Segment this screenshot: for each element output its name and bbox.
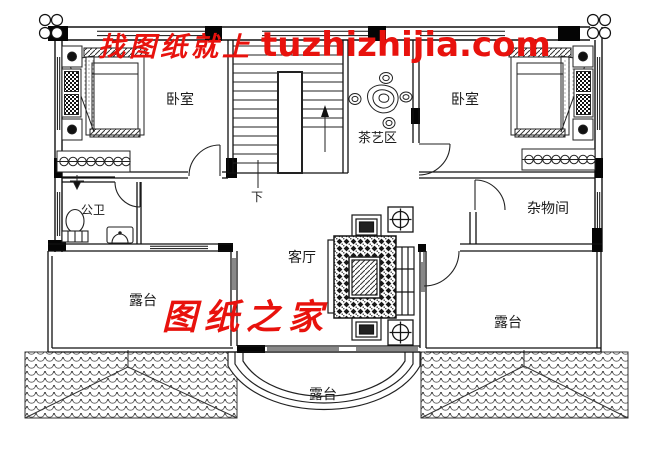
- shower-icon: [70, 175, 84, 191]
- bedroom-right-label: 卧室: [451, 91, 479, 108]
- wardrobe-left: [56, 150, 131, 173]
- roof-right: [420, 350, 629, 419]
- column-symbols: [387, 206, 414, 346]
- living-label: 客厅: [288, 249, 316, 266]
- corner-pipes: [38, 13, 612, 40]
- door-terrace-right: [423, 250, 460, 287]
- balcony-curve: [227, 351, 421, 410]
- door-storage: [474, 179, 506, 211]
- balcony-label: 露台: [309, 387, 337, 403]
- door-bedroom-right: [418, 143, 451, 176]
- wardrobe-right: [521, 148, 596, 171]
- toilet-icon: [61, 208, 89, 243]
- exterior-walls: [48, 26, 603, 252]
- bedroom-left-label: 卧室: [166, 91, 194, 108]
- door-bathroom: [114, 181, 141, 208]
- interior-walls: [47, 40, 602, 353]
- living-feature-wall: [327, 214, 415, 341]
- doors: [114, 143, 506, 287]
- bathroom-fixtures: [61, 175, 134, 244]
- bed-left: [61, 45, 147, 141]
- wall-columns: [48, 26, 603, 353]
- roof-left: [24, 350, 238, 419]
- tea-area-stones: [348, 72, 413, 129]
- bathroom-label: 公卫: [81, 203, 105, 217]
- bed-right: [508, 45, 594, 141]
- stairs-up-arrow: [321, 105, 329, 152]
- terrace-right-label: 露台: [494, 315, 522, 331]
- bay-window: [395, 246, 415, 316]
- stairs: [233, 45, 343, 188]
- tea-area-label: 茶艺区: [358, 130, 397, 146]
- door-bedroom-left: [188, 144, 221, 177]
- column-symbol-top: [387, 206, 414, 233]
- column-symbol-bottom: [387, 319, 414, 346]
- storage-label: 杂物间: [527, 201, 569, 217]
- stair-down-label: 下: [251, 190, 263, 204]
- terrace-left-label: 露台: [129, 293, 157, 309]
- sink-icon: [106, 226, 134, 244]
